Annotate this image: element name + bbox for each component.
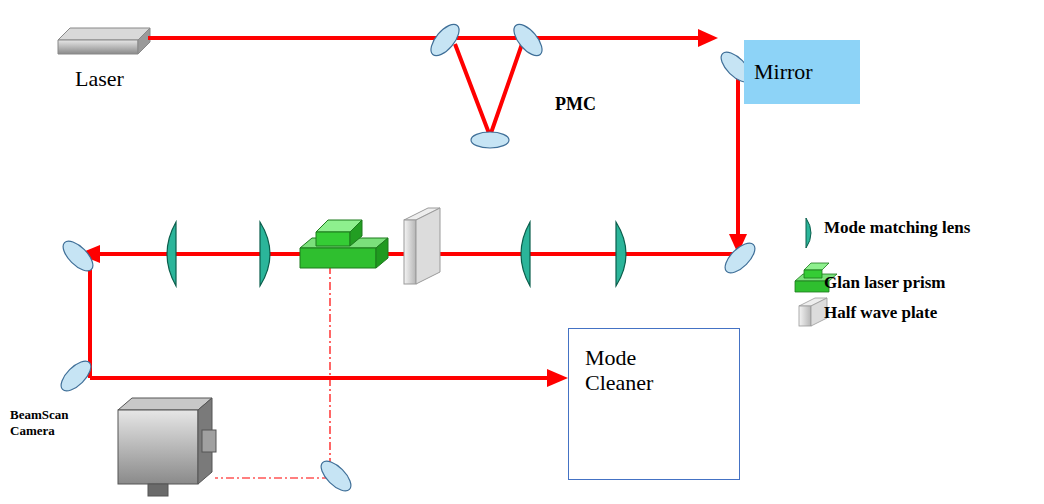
- pickoff-beam: [215, 266, 330, 478]
- box-text: Mode Cleaner: [585, 345, 695, 396]
- laser-label: Laser: [75, 66, 124, 92]
- glan-laser-prism: [300, 220, 388, 268]
- mode-matching-lens: [167, 222, 626, 286]
- legend-text: Mode matching lens: [824, 218, 976, 238]
- beamscan-camera: [118, 398, 216, 496]
- box-text: Mirror: [754, 59, 813, 84]
- legend-text: Half wave plate: [824, 303, 937, 322]
- camera-label: BeamScan Camera: [10, 407, 100, 438]
- legend-entry: Half wave plate: [824, 303, 937, 323]
- mirror-callout-box: Mirror: [744, 40, 860, 104]
- laser-body: [58, 28, 150, 54]
- pmc-label: PMC: [555, 94, 596, 116]
- mirror: [56, 20, 760, 496]
- legend-entry: Mode matching lens: [824, 218, 976, 238]
- mode-cleaner-box: Mode Cleaner: [568, 328, 740, 480]
- half-wave-plate: [404, 208, 440, 284]
- laser-beam: [90, 38, 738, 378]
- legend-text: Glan laser prism: [824, 273, 946, 292]
- legend-entry: Glan laser prism: [824, 273, 946, 293]
